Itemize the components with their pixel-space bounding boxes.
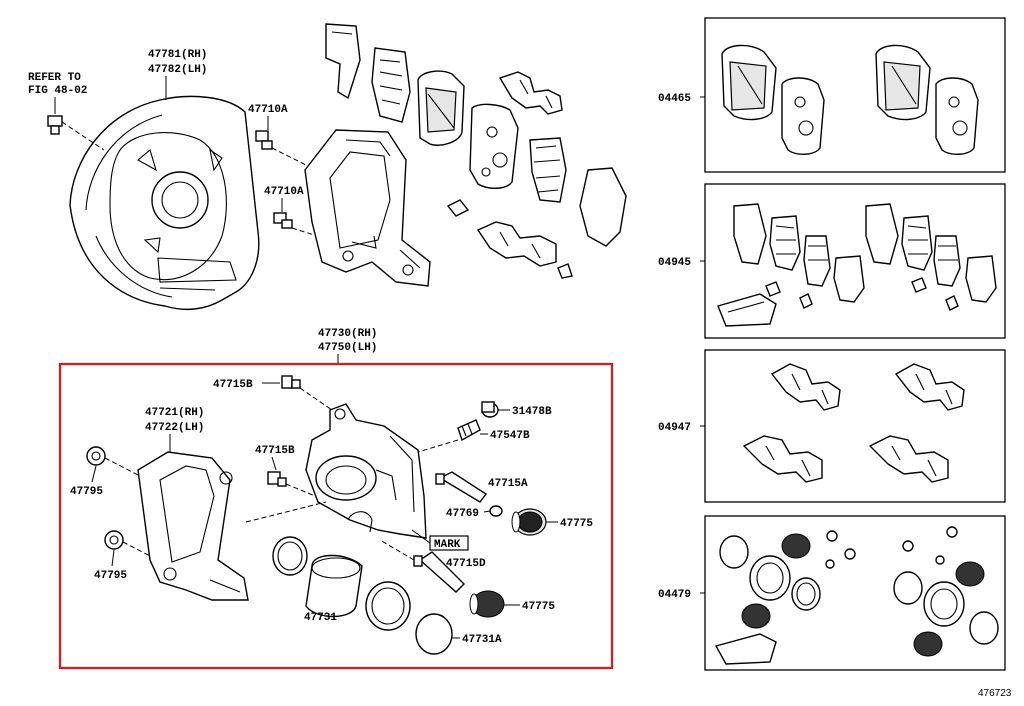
cylinder-ring-47731a[interactable] [415,613,453,655]
label-mounting-rh: 47721(RH) [145,407,204,419]
bolt-47715b-top[interactable] [281,375,301,389]
kit-code-04945: 04945 [658,257,691,269]
caliper-assembly-highlight [58,362,614,670]
label-bolt-upper: 47710A [248,104,288,116]
bolt-47710a-lower[interactable] [273,212,293,229]
cylinder-piston[interactable] [305,554,363,618]
label-plug: 47769 [446,508,479,520]
slide-pin-plug[interactable] [489,505,503,517]
label-boot-lower: 47775 [522,601,555,613]
bolt-47710a-upper[interactable] [255,130,273,150]
label-bolt-15b-top: 47715B [213,379,253,391]
label-bolt-15b-mid: 47715B [255,445,295,457]
slide-pin-47715a[interactable] [435,471,488,503]
cylinder-boot-lower[interactable] [469,590,505,618]
piston-seal[interactable] [272,536,308,576]
bolt-47715b-mid[interactable] [267,471,287,487]
refer-bolt[interactable] [47,115,63,135]
kit-support-plates-a [742,363,841,483]
label-dust-cover-lh: 47782(LH) [148,64,207,76]
slide-pin-47715d[interactable] [413,551,465,593]
anti-squeal-shim-d[interactable] [579,167,627,247]
pad-support-plate-bottom[interactable] [476,221,557,267]
kit-seal-set-a [714,530,856,665]
cylinder-boot-upper[interactable] [511,508,547,536]
kit-pad-set-a [721,44,825,155]
kit-code-04947: 04947 [658,422,691,434]
brake-pad-inner[interactable] [469,103,519,189]
kit-pad-set-b [875,44,979,155]
caliper-mounting-bracket-top[interactable] [304,129,431,287]
cylinder-boot-ring[interactable] [365,581,411,631]
label-cap: 31478B [512,406,552,418]
bleeder-cap[interactable] [481,401,499,418]
refer-note-line2: FIG 48-02 [28,85,87,97]
label-bleeder: 47547B [490,430,530,442]
mark-label-tag: MARK [429,535,469,551]
caliper-body[interactable] [305,403,427,539]
kit-code-04479: 04479 [658,589,691,601]
kit-seal-set-b [893,526,999,657]
anti-squeal-shim-b[interactable] [371,47,411,123]
label-mounting-lh: 47722(LH) [145,422,204,434]
label-pin-a: 47715A [488,478,528,490]
figure-number: 476723 [978,688,1012,699]
label-washer-a: 47795 [70,486,103,498]
pad-wear-indicator[interactable] [446,199,573,279]
kit-box-04947[interactable] [704,349,1006,503]
label-boot-upper: 47775 [560,518,593,530]
label-bolt-lower: 47710A [264,186,304,198]
label-pin-d: 47715D [446,558,486,570]
brake-pad-outer[interactable] [417,70,465,146]
kit-support-plates-b [868,363,965,483]
label-piston: 47731 [304,612,337,624]
anti-squeal-shim-c[interactable] [529,137,567,203]
label-ring: 47731A [462,634,502,646]
bleeder-plug[interactable] [457,419,481,442]
anti-squeal-shim-a[interactable] [325,23,361,100]
washer-47795-upper[interactable] [86,446,106,466]
label-washer-b: 47795 [94,570,127,582]
disc-brake-dust-cover[interactable] [69,95,260,311]
kit-shim-set-a [717,203,865,327]
label-caliper-assy-rh: 47730(RH) [318,328,377,340]
label-mark: MARK [434,539,461,551]
refer-note-line1: REFER TO [28,72,81,84]
kit-shim-set-b [865,203,997,311]
caliper-mounting-bracket[interactable] [137,451,249,601]
label-dust-cover-rh: 47781(RH) [148,49,207,61]
washer-47795-lower[interactable] [104,530,124,550]
pad-support-plate-top[interactable] [498,71,563,115]
label-caliper-assy-lh: 47750(LH) [318,342,377,354]
kit-code-04465: 04465 [658,93,691,105]
